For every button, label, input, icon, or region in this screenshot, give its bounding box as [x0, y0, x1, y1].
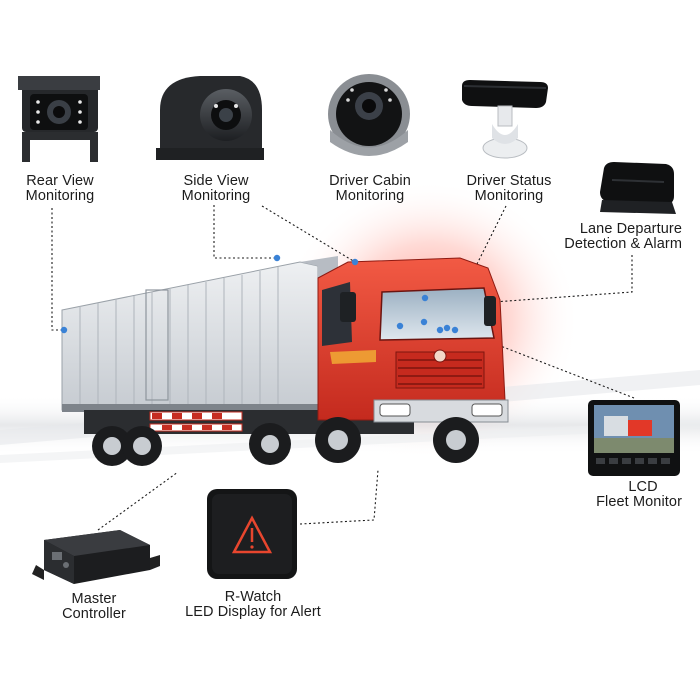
callout-lines	[51, 205, 635, 531]
dome-camera-icon	[328, 74, 410, 156]
wheels	[92, 417, 479, 466]
reflective-stripe	[149, 411, 243, 432]
alert-display-icon	[207, 489, 297, 579]
label-lane-departure: Lane Departure Detection & Alarm	[564, 221, 682, 252]
callout-lane-departure	[493, 255, 633, 303]
sensor-dots	[60, 254, 459, 334]
mdvr-controller-icon	[32, 530, 160, 584]
label-r-watch: R-Watch LED Display for Alert	[185, 589, 321, 620]
callout-master-controller	[97, 471, 179, 531]
label-side-view: Side View Monitoring	[181, 173, 251, 204]
side-camera-icon	[156, 76, 264, 160]
box-camera-icon	[18, 76, 100, 162]
driver-status-camera-icon	[462, 80, 548, 159]
callout-lcd-monitor	[497, 344, 635, 399]
label-lcd-monitor: LCD Fleet Monitor	[596, 479, 682, 510]
label-driver-status: Driver Status Monitoring	[466, 173, 552, 204]
callout-side-view	[213, 205, 277, 259]
label-rear-view: Rear View Monitoring	[25, 173, 95, 204]
label-driver-cabin: Driver Cabin Monitoring	[329, 173, 411, 204]
callout-rear-view	[51, 208, 64, 331]
callout-r-watch	[299, 469, 379, 525]
label-master-controller: Master Controller	[62, 591, 126, 622]
lane-departure-unit-icon	[600, 162, 676, 214]
callout-driver-cabin	[261, 205, 356, 263]
cargo-box	[61, 261, 319, 411]
lcd-monitor-icon	[588, 400, 680, 476]
truck-illustration	[61, 256, 509, 466]
